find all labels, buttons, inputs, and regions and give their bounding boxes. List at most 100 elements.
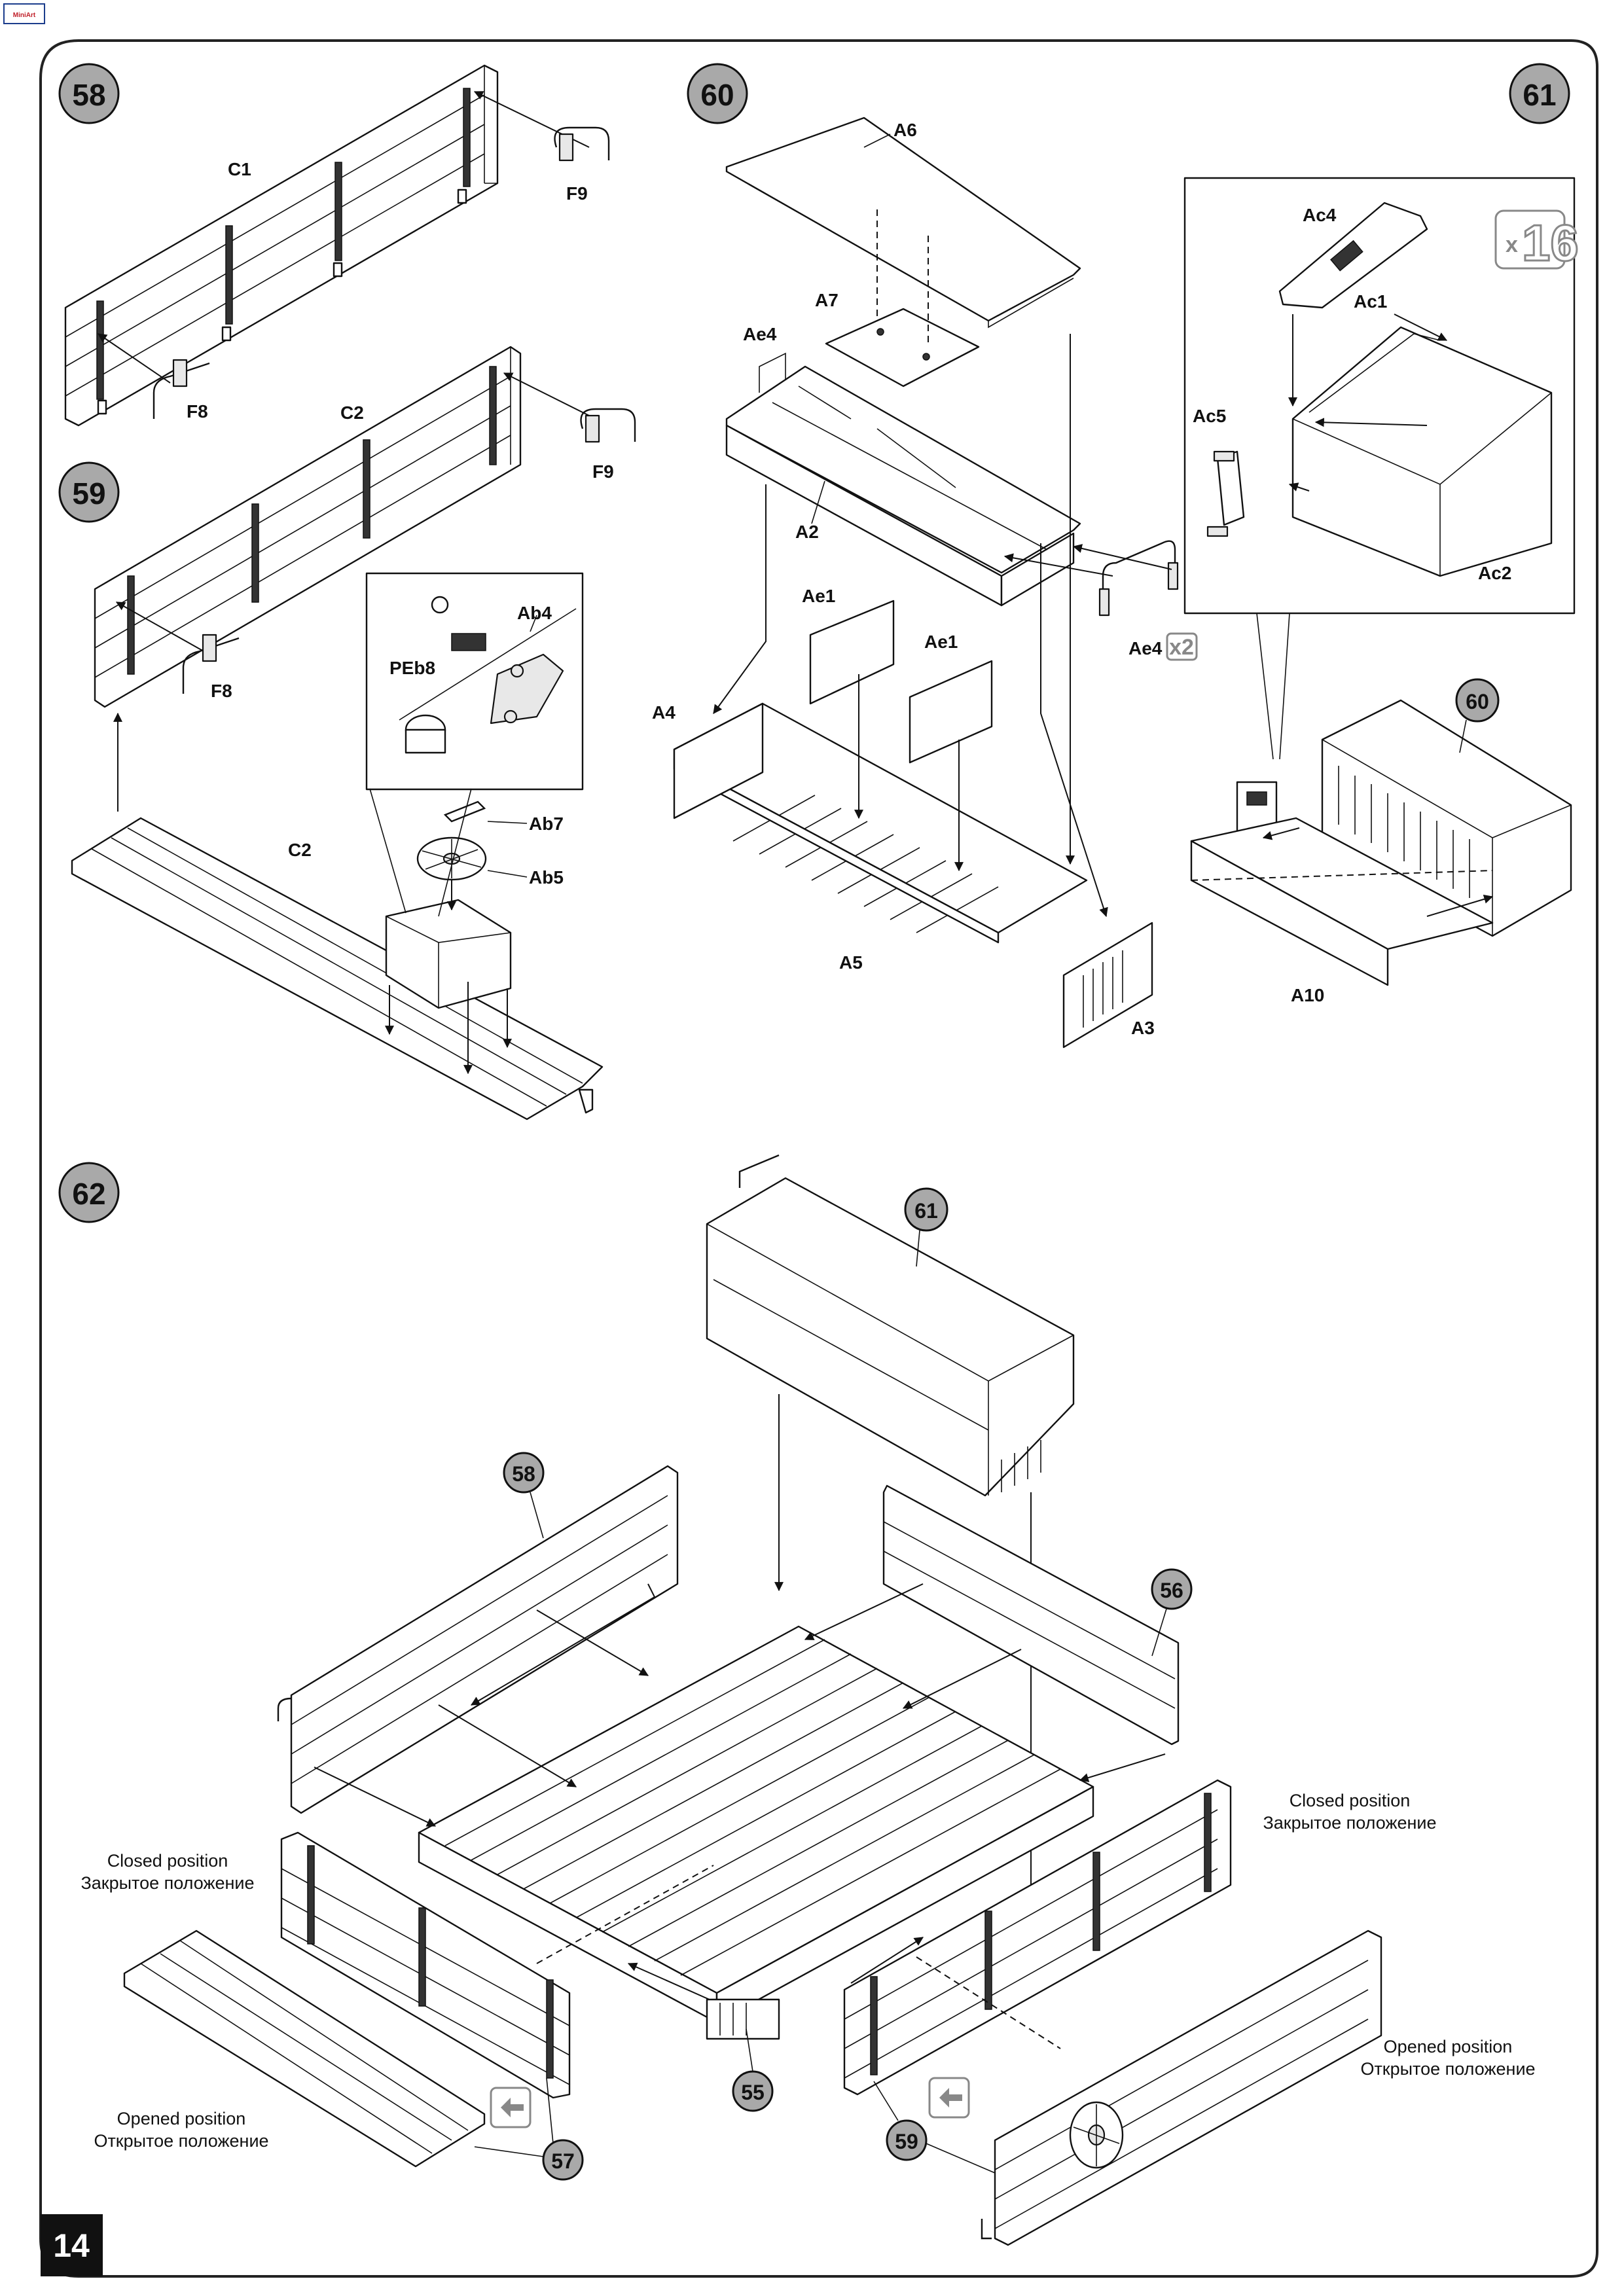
tray-a10 (1190, 817, 1494, 986)
label-a7: A7 (815, 290, 839, 310)
svg-text:59: 59 (895, 2130, 918, 2153)
plate-a7 (825, 308, 980, 387)
step-number-58: 58 (58, 63, 120, 124)
hook-f9 (554, 126, 610, 162)
step-number-62: 62 (58, 1162, 120, 1223)
step-59: 59 C2 F9 F8 C2 (58, 346, 636, 1121)
ref-badge-56: 56 (1151, 1568, 1193, 1610)
crank-ab7 (443, 800, 486, 823)
rotate-icon (928, 2077, 970, 2119)
detail-callout: Ab4 PEb8 (365, 572, 584, 917)
svg-text:61: 61 (1523, 78, 1556, 112)
drawer-ac2 (1291, 326, 1553, 577)
page-number: 14 (41, 2214, 103, 2276)
svg-text:MiniArt: MiniArt (13, 12, 36, 19)
note-opened-left-en: Opened position (117, 2109, 246, 2128)
note-opened-right-ru: Открытое положение (1360, 2059, 1535, 2079)
label-ac1: Ac1 (1354, 291, 1387, 312)
svg-text:55: 55 (741, 2081, 765, 2104)
wall-a4 (673, 702, 764, 819)
step-number-59: 59 (58, 461, 120, 523)
label-peb8: PEb8 (389, 658, 435, 678)
end-wall-a3 (1062, 922, 1153, 1049)
hook-f8 (153, 359, 210, 419)
note-closed-right-ru: Закрытое положение (1263, 1813, 1436, 1833)
wheel-mount-block (385, 899, 512, 1009)
label-a4: A4 (652, 702, 676, 723)
right-board-opened (981, 1929, 1382, 2246)
handle-ae4 (1098, 540, 1179, 617)
note-closed-left-ru: Закрытое положение (81, 1873, 254, 1893)
label-ac4: Ac4 (1303, 205, 1337, 225)
handle-ac5 (1206, 450, 1245, 537)
step-number-61: 61 (1509, 63, 1570, 124)
side-board-c2 (94, 346, 522, 708)
box-a2 (725, 352, 1081, 607)
svg-text:60: 60 (1466, 690, 1489, 713)
label-ae1-right: Ae1 (924, 632, 958, 652)
label-ac5: Ac5 (1193, 406, 1226, 426)
label-ab5: Ab5 (529, 867, 564, 888)
svg-text:16: 16 (1522, 214, 1579, 272)
svg-text:62: 62 (72, 1177, 105, 1211)
svg-text:60: 60 (700, 78, 734, 112)
side-board-58 (277, 1465, 679, 1814)
svg-text:14: 14 (53, 2227, 90, 2264)
label-c2-side: C2 (340, 403, 364, 423)
hook-f8 (182, 634, 240, 694)
step-61: 61 x 16 Ac4 Ac1 Ac5 Ac2 (1183, 63, 1579, 1005)
ref-badge-55: 55 (732, 2070, 774, 2112)
step-58: 58 C1 F9 F8 (58, 63, 610, 427)
svg-text:x: x (1506, 232, 1518, 257)
step-62: 62 61 58 (58, 1154, 1536, 2246)
ref-badge-57: 57 (542, 2139, 584, 2181)
svg-text:x2: x2 (1169, 635, 1194, 660)
label-ab4: Ab4 (517, 603, 552, 623)
brand-logo: MiniArt (3, 3, 45, 24)
label-a3: A3 (1131, 1018, 1155, 1038)
svg-text:56: 56 (1160, 1579, 1183, 1602)
side-board-c1 (64, 64, 499, 427)
wheel-ab5 (416, 836, 487, 881)
label-a10: A10 (1291, 985, 1324, 1005)
quantity-x2: x2 (1166, 632, 1198, 661)
label-f9: F9 (566, 183, 588, 204)
label-f8: F8 (187, 401, 208, 422)
rotate-icon (490, 2087, 532, 2128)
panel-ae1-left (809, 600, 895, 705)
label-ae1-left: Ae1 (802, 586, 835, 606)
label-ae4-right: Ae4 (1128, 638, 1163, 658)
note-closed-right-en: Closed position (1290, 1791, 1411, 1810)
label-f9: F9 (592, 461, 614, 482)
floor-board-c2 (71, 817, 604, 1121)
note-opened-right-en: Opened position (1384, 2037, 1513, 2056)
rear-panel-55 (706, 1998, 780, 2040)
note-closed-left-en: Closed position (107, 1851, 228, 1871)
svg-text:59: 59 (72, 476, 105, 511)
label-c1: C1 (228, 159, 251, 179)
step-60: 60 A6 A7 Ae4 A2 (652, 63, 1198, 1049)
truck-floor (418, 1625, 1094, 2024)
assembled-box-61 (706, 1154, 1075, 1497)
lid-a6 (725, 117, 1081, 329)
quantity-x16: x 16 (1494, 209, 1579, 273)
label-a6: A6 (893, 120, 917, 140)
ref-badge-61: 61 (904, 1187, 948, 1232)
svg-text:61: 61 (914, 1199, 938, 1223)
label-c2-floor: C2 (288, 840, 312, 860)
label-ac2: Ac2 (1478, 563, 1511, 583)
label-ab7: Ab7 (529, 814, 564, 834)
left-side-board-closed (280, 1831, 571, 2099)
ref-badge-59: 59 (886, 2119, 928, 2161)
hook-f9 (580, 408, 636, 443)
panel-ae1-right (909, 660, 993, 764)
svg-text:57: 57 (551, 2149, 575, 2173)
ref-badge-60: 60 (1455, 678, 1500, 723)
svg-text:58: 58 (512, 1462, 535, 1486)
label-ae4: Ae4 (743, 324, 777, 344)
left-board-opened (123, 1929, 486, 2168)
label-a5: A5 (839, 952, 863, 973)
step-number-60: 60 (687, 63, 748, 124)
ref-badge-58: 58 (503, 1452, 545, 1494)
